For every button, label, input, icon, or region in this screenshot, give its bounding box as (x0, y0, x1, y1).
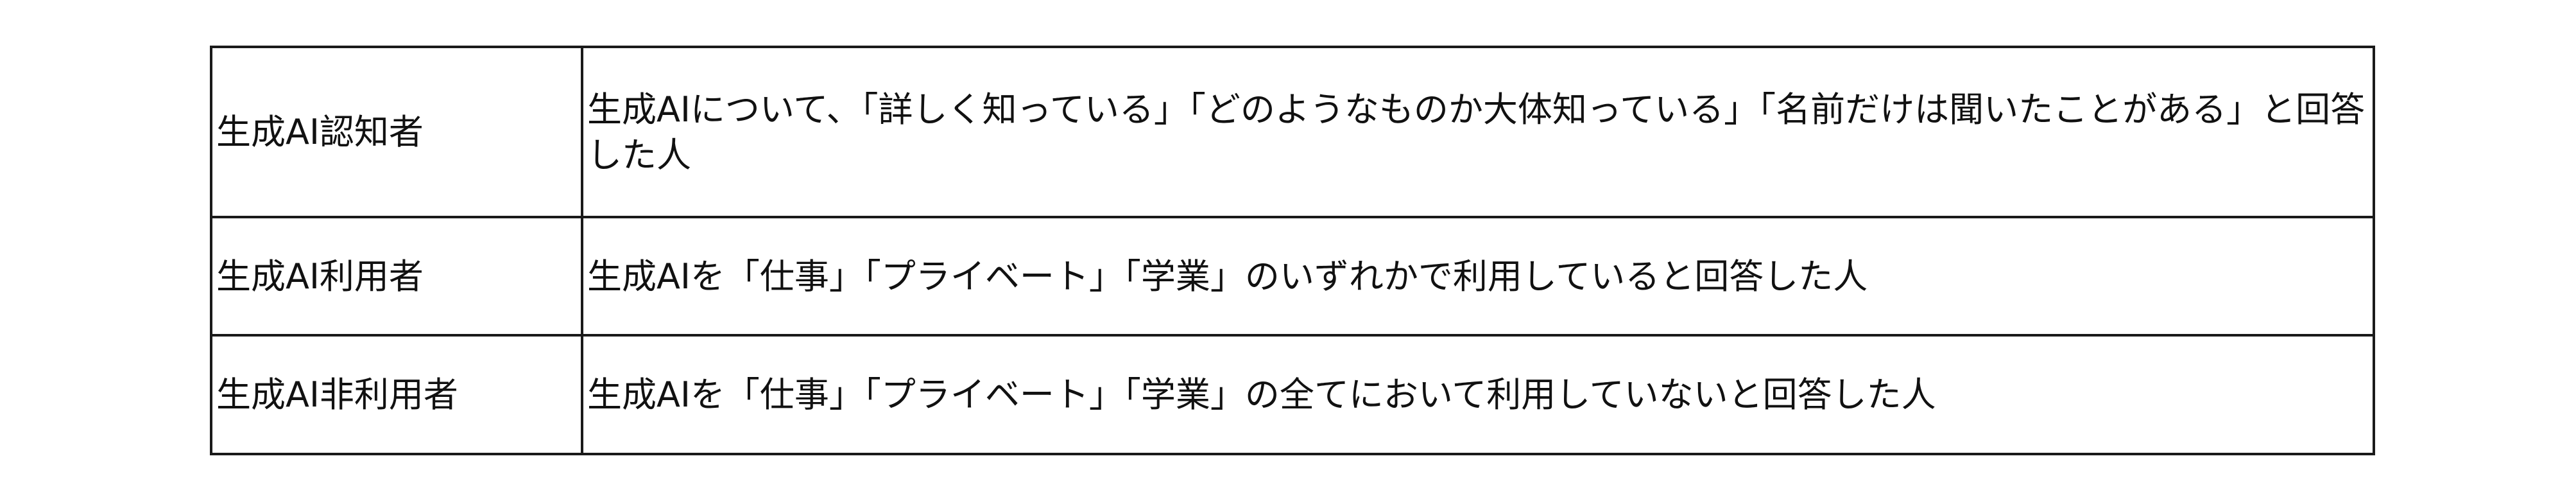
term-cell: 生成AI認知者 (210, 46, 583, 218)
table-row: 生成AI認知者 生成AIについて、「詳しく知っている」「どのようなものか大体知っ… (210, 46, 2375, 218)
table-row: 生成AI利用者 生成AIを「仕事」「プライベート」「学業」のいずれかで利用してい… (210, 216, 2375, 337)
table-row: 生成AI非利用者 生成AIを「仕事」「プライベート」「学業」の全てにおいて利用し… (210, 334, 2375, 455)
term-cell: 生成AI利用者 (210, 216, 583, 337)
definition-cell: 生成AIについて、「詳しく知っている」「どのようなものか大体知っている」「名前だ… (581, 46, 2375, 218)
definitions-table: 生成AI認知者 生成AIについて、「詳しく知っている」「どのようなものか大体知っ… (210, 46, 2375, 455)
definition-cell: 生成AIを「仕事」「プライベート」「学業」のいずれかで利用していると回答した人 (581, 216, 2375, 337)
definition-cell: 生成AIを「仕事」「プライベート」「学業」の全てにおいて利用していないと回答した… (581, 334, 2375, 455)
term-cell: 生成AI非利用者 (210, 334, 583, 455)
